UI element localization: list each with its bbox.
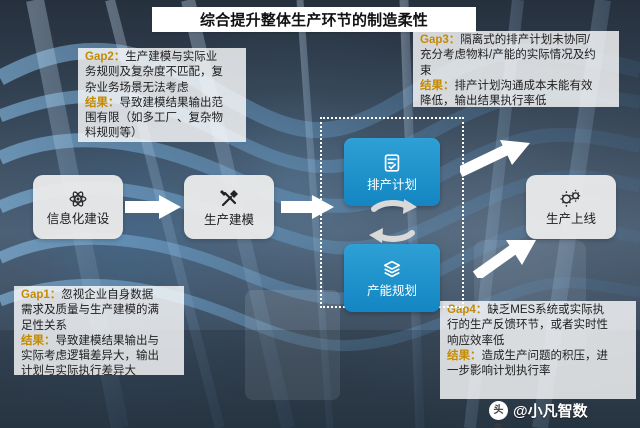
watermark-text: @小凡智数 bbox=[513, 402, 588, 420]
toutiao-logo: 头条 bbox=[489, 400, 508, 428]
gap3-line-1: Gap3：隔离式的排产计划未协同/ bbox=[420, 33, 612, 48]
gap2-result-text-3: 料规则等） bbox=[85, 127, 143, 140]
arrow-launch-to-bottom bbox=[472, 240, 536, 278]
atom-icon bbox=[69, 191, 87, 207]
gap1-line-1: Gap1：忽视企业自身数据 bbox=[21, 288, 177, 303]
gap2-text-3: 杂业务场景无法考虑 bbox=[85, 81, 189, 94]
production-schedule-label: 排产计划 bbox=[366, 178, 417, 192]
gap2-panel: Gap2：生产建模与实际业 务规则及复杂度不匹配，复 杂业务场景无法考虑 结果：… bbox=[78, 48, 246, 142]
gap3-text-2: 充分考虑物料/产能的实际情况及约 bbox=[420, 49, 596, 62]
production-launch-label: 生产上线 bbox=[545, 212, 596, 226]
gap1-panel: Gap1：忽视企业自身数据 需求及质量与生产建模的满 足性关系 结果：导致建模结… bbox=[14, 286, 184, 377]
gap2-text-1: 生产建模与实际业 bbox=[125, 51, 218, 63]
gap2-line-1: Gap2：生产建模与实际业 bbox=[85, 50, 239, 65]
gap3-text-1: 隔离式的排产计划未协同/ bbox=[460, 34, 590, 46]
title-banner: 综合提升整体生产环节的制造柔性 bbox=[152, 7, 476, 32]
arrow-model-to-group bbox=[281, 195, 334, 219]
gap4-text-2: 行的生产反馈环节，或者实时性 bbox=[447, 319, 608, 332]
gap1-result-line-1: 结果：导致建模结果输出与 bbox=[21, 334, 177, 349]
info-construction-node: 信息化建设 bbox=[33, 175, 123, 239]
capacity-planning-tile: 产能规划 bbox=[344, 244, 440, 312]
tools-icon bbox=[220, 190, 238, 207]
gap1-text-2: 需求及质量与生产建模的满 bbox=[21, 304, 159, 317]
gap3-text-3: 束 bbox=[420, 64, 432, 77]
refresh-cycle-icon bbox=[369, 199, 417, 243]
gap2-label: Gap2： bbox=[85, 51, 126, 63]
gap2-result-text-1: 导致建模结果输出范 bbox=[119, 96, 224, 109]
production-schedule-tile: 排产计划 bbox=[344, 138, 440, 206]
gap4-result-text-1: 造成生产问题的积压，进 bbox=[481, 349, 609, 362]
gap3-result-line-1: 结果：排产计划沟通成本未能有效 bbox=[420, 79, 612, 94]
gap3-label: Gap3： bbox=[420, 34, 461, 46]
gap1-text-1: 忽视企业自身数据 bbox=[61, 289, 154, 301]
gap1-result-text-1: 导致建模结果输出与 bbox=[55, 334, 160, 347]
production-modeling-label: 生产建模 bbox=[203, 213, 254, 227]
gap4-panel: Gap4：缺乏MES系统或实际执 行的生产反馈环节，或者实时性 响应效率低 结果… bbox=[440, 301, 636, 399]
page-title: 综合提升整体生产环节的制造柔性 bbox=[199, 12, 428, 29]
layers-icon bbox=[383, 260, 401, 278]
gap4-text-1: 缺乏MES系统或实际执 bbox=[487, 304, 605, 316]
document-check-icon bbox=[384, 154, 400, 172]
gap4-text-3: 响应效率低 bbox=[447, 334, 505, 347]
arrow-group-to-launch-up bbox=[460, 140, 530, 177]
arrow-info-to-model bbox=[125, 195, 181, 219]
gears-icon bbox=[560, 189, 581, 207]
gap2-result-line-1: 结果：导致建模结果输出范 bbox=[85, 96, 239, 111]
gap1-result-text-3: 计划与实际执行差异大 bbox=[21, 365, 136, 378]
gap4-line-1: Gap4：缺乏MES系统或实际执 bbox=[447, 303, 629, 318]
gap2-text-2: 务规则及复杂度不匹配，复 bbox=[85, 66, 223, 79]
gap1-label: Gap1： bbox=[21, 289, 62, 301]
gap3-result-label: 结果： bbox=[420, 79, 455, 92]
watermark: 头条 @小凡智数 bbox=[489, 395, 639, 428]
gap4-result-line-1: 结果：造成生产问题的积压，进 bbox=[447, 349, 629, 364]
gap2-result-label: 结果： bbox=[85, 96, 120, 109]
production-modeling-node: 生产建模 bbox=[184, 175, 274, 239]
gap1-result-text-2: 实际考虑逻辑差异大，输出 bbox=[21, 350, 159, 363]
gap4-result-label: 结果： bbox=[447, 349, 482, 362]
production-launch-node: 生产上线 bbox=[526, 175, 616, 239]
gap3-panel: Gap3：隔离式的排产计划未协同/ 充分考虑物料/产能的实际情况及约 束 结果：… bbox=[413, 31, 619, 107]
gap1-result-label: 结果： bbox=[21, 334, 56, 347]
info-construction-label: 信息化建设 bbox=[46, 212, 110, 226]
gap3-result-text-2: 降低，输出结果执行率低 bbox=[420, 95, 547, 108]
gap4-result-text-2: 一步影响计划执行率 bbox=[447, 365, 551, 378]
gap3-result-text-1: 排产计划沟通成本未能有效 bbox=[454, 79, 593, 92]
gap1-text-3: 足性关系 bbox=[21, 319, 67, 332]
capacity-planning-label: 产能规划 bbox=[366, 284, 417, 298]
gap2-result-text-2: 围有限（如多工厂、复杂物 bbox=[85, 112, 223, 125]
